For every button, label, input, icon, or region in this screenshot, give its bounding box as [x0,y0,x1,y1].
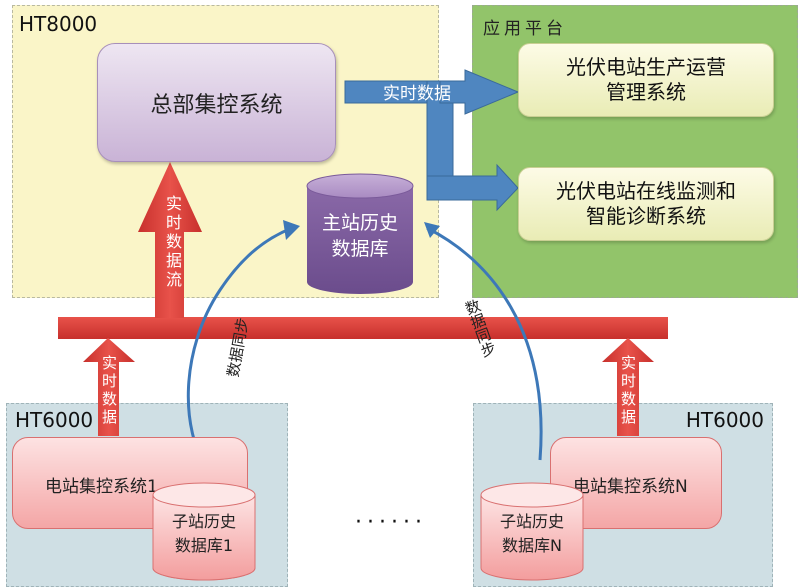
substation-dbN-shape [480,482,584,581]
realtime-arrow-stationN [602,338,654,436]
substation-dbN-line2: 数据库N [502,536,562,555]
substation-dbN-line1: 子站历史 [499,512,564,531]
realtime-stationN-label: 实时数据 [619,355,637,427]
substation-db1-text-line2: 数据库1 [174,536,234,555]
app-ops-line2: 管理系统 [606,80,686,104]
app-monitor-line2: 智能诊断系统 [586,204,706,228]
realtime-station1-label: 实时数据 [100,355,118,427]
substation-db1-shape [152,482,256,581]
sync-arrowhead-left [283,220,300,240]
realtime-to-apps-label: 实时数据 [383,84,451,104]
realtime-arrow-station1 [83,338,135,436]
station1-label: 电站集控系统1 [45,477,158,497]
master-db-label-line2: 数据库 [331,238,389,260]
app-ops-management-system[interactable]: 光伏电站生产运营 管理系统 [518,43,774,117]
realtime-stream-arrow [138,162,202,318]
app-ops-line1: 光伏电站生产运营 [566,55,726,79]
master-db-label[interactable]: 主站历史 数据库 [307,210,413,262]
data-bus [58,317,668,339]
substation-db1-text-line1: 子站历史 [171,512,236,531]
sync-curve-right [426,226,543,461]
sync-arrowhead-right [424,222,440,238]
realtime-stream-label: 实时数据流 [163,195,182,290]
substation-db1-text: 子站历史 数据库1 [153,510,255,558]
app-monitor-line1: 光伏电站在线监测和 [556,179,736,203]
arrow-to-app-ops [439,69,520,115]
realtime-to-apps-connector [344,69,520,212]
substation-dbN-label[interactable]: 子站历史 数据库N [481,510,583,558]
more-stations-ellipsis: ······ [355,510,427,535]
master-db-label-line1: 主站历史 [321,212,398,234]
zone-title-app-platform: 应用平台 [483,19,567,39]
arrow-to-app-monitor [426,163,519,212]
station-control-system-n[interactable]: 电站集控系统N [550,437,722,529]
hq-control-system[interactable]: 总部集控系统 [97,43,336,162]
master-db-cylinder [306,173,414,294]
zone-title-ht6000-left: HT6000 [15,408,94,432]
zone-title-ht6000-right: HT6000 [685,408,764,432]
zone-title-ht8000: HT8000 [19,12,98,36]
sync-curve-left [186,226,293,471]
app-monitor-diagnosis-system[interactable]: 光伏电站在线监测和 智能诊断系统 [518,167,774,241]
stationN-label: 电站集控系统N [573,477,688,497]
